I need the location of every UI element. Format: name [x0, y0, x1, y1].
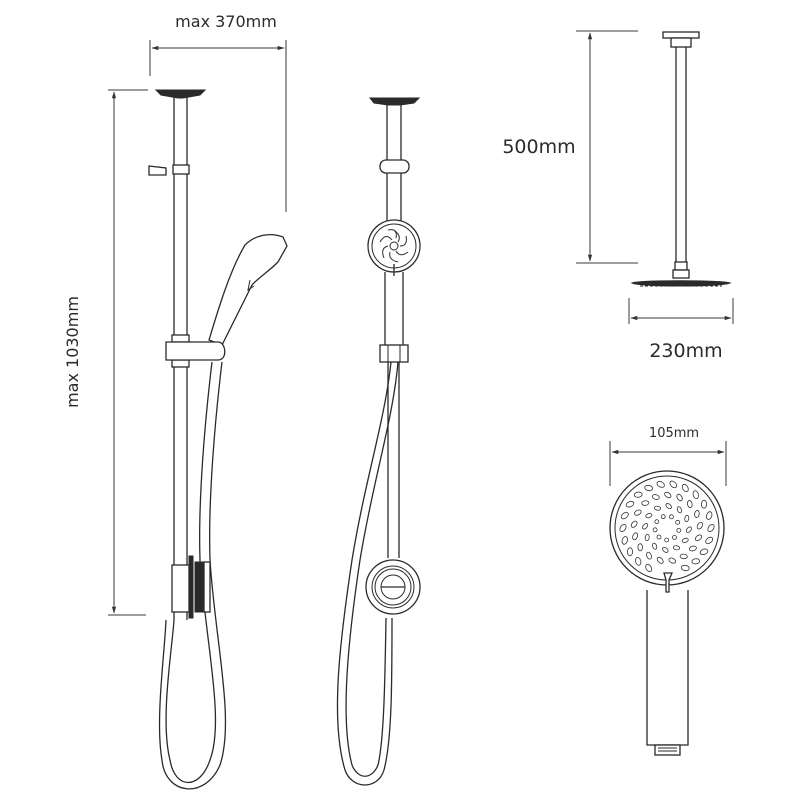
nozzle — [669, 514, 674, 520]
nozzle — [656, 534, 662, 540]
nozzle — [652, 542, 658, 550]
nozzle — [626, 547, 634, 557]
nozzle — [680, 564, 690, 572]
nozzle — [700, 499, 708, 509]
riser-rail-front-view — [336, 97, 421, 786]
nozzle — [621, 536, 628, 545]
nozzle — [646, 551, 652, 560]
nozzle — [652, 527, 658, 533]
nozzle — [664, 537, 670, 543]
nozzle-pattern — [619, 480, 715, 573]
nozzle — [654, 519, 660, 525]
nozzle — [625, 500, 635, 508]
nozzle — [634, 509, 642, 516]
nozzle — [645, 513, 653, 519]
nozzle — [691, 558, 701, 565]
nozzle — [641, 500, 650, 506]
fixed-head-arm-view: 500mm 230mm — [502, 30, 734, 362]
nozzle — [642, 523, 649, 530]
nozzle — [676, 506, 682, 514]
nozzle — [620, 511, 629, 520]
nozzle — [630, 520, 638, 528]
arm-length-label: 500mm — [502, 136, 575, 158]
nozzle — [706, 511, 713, 520]
nozzle — [676, 528, 682, 533]
nozzle — [651, 494, 660, 500]
nozzle — [692, 490, 699, 500]
handset-front-view: 105mm — [609, 426, 727, 756]
nozzle — [635, 556, 642, 566]
nozzle — [633, 491, 643, 498]
nozzle — [653, 505, 662, 511]
nozzle — [660, 514, 666, 519]
nozzle — [679, 553, 688, 560]
spiral-nozzle-icon — [379, 229, 409, 263]
nozzle — [687, 500, 693, 509]
dimension-rail-width: max 370mm — [149, 12, 287, 212]
nozzle — [696, 521, 704, 530]
nozzle — [699, 548, 709, 556]
nozzle — [685, 526, 692, 533]
rail-width-label: max 370mm — [175, 12, 277, 31]
nozzle — [668, 557, 677, 564]
nozzle — [619, 523, 627, 533]
nozzle — [656, 481, 665, 488]
nozzle — [676, 493, 683, 502]
nozzle — [664, 491, 672, 499]
nozzle — [705, 536, 714, 545]
nozzle — [637, 543, 643, 552]
nozzle — [656, 556, 664, 564]
nozzle — [644, 533, 650, 542]
nozzle — [681, 537, 689, 543]
nozzle — [672, 545, 681, 551]
nozzle — [681, 483, 689, 493]
dimension-rail-height: max 1030mm — [63, 89, 148, 616]
nozzle — [694, 534, 703, 542]
nozzle — [694, 510, 700, 518]
riser-rail-side-view — [148, 89, 288, 790]
head-diameter-label: 230mm — [649, 340, 722, 362]
handset-width-label: 105mm — [649, 426, 699, 441]
nozzle — [645, 563, 653, 573]
nozzle — [672, 535, 677, 540]
nozzle — [675, 519, 680, 525]
nozzle — [688, 545, 697, 552]
nozzle — [665, 503, 672, 510]
nozzle — [684, 514, 690, 523]
nozzle — [662, 546, 669, 553]
nozzle — [644, 484, 654, 492]
nozzle — [669, 480, 678, 489]
nozzle — [632, 532, 638, 541]
nozzle — [707, 523, 715, 533]
rail-height-label: max 1030mm — [63, 296, 82, 408]
